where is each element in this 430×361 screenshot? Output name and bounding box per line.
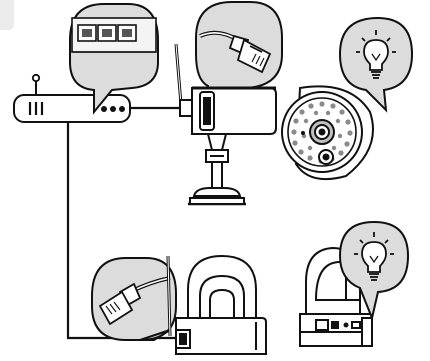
router-led (110, 106, 116, 112)
ptz-base (175, 317, 267, 355)
rj45-port (117, 24, 137, 42)
ir-led-ring (291, 101, 353, 164)
light-bulb-icon (356, 30, 396, 79)
ethernet-plug-callout-top (195, 0, 283, 111)
rj45-ports (77, 24, 137, 42)
bullet-camera-icon (174, 43, 277, 206)
router-antenna-tip (31, 73, 41, 83)
ethernet-plug-callout-bottom (91, 257, 177, 341)
ethernet-plug-icon (199, 30, 272, 74)
rj45-port (77, 24, 97, 42)
router-ports-callout (69, 3, 159, 115)
router-vents (28, 102, 44, 115)
router-led (119, 106, 125, 112)
corner-tab (0, 0, 14, 30)
router-led (101, 106, 107, 112)
pan-tilt-camera-icon (166, 254, 267, 355)
rj45-port (97, 24, 117, 42)
light-bulb-callout-top (338, 16, 414, 113)
ethernet-plug-icon (98, 276, 171, 326)
router-status-leds (101, 106, 125, 112)
camera-mount (206, 133, 228, 151)
light-bulb-callout-bottom (338, 220, 410, 322)
camera-front-view (281, 85, 374, 180)
light-bulb-icon (354, 232, 394, 281)
